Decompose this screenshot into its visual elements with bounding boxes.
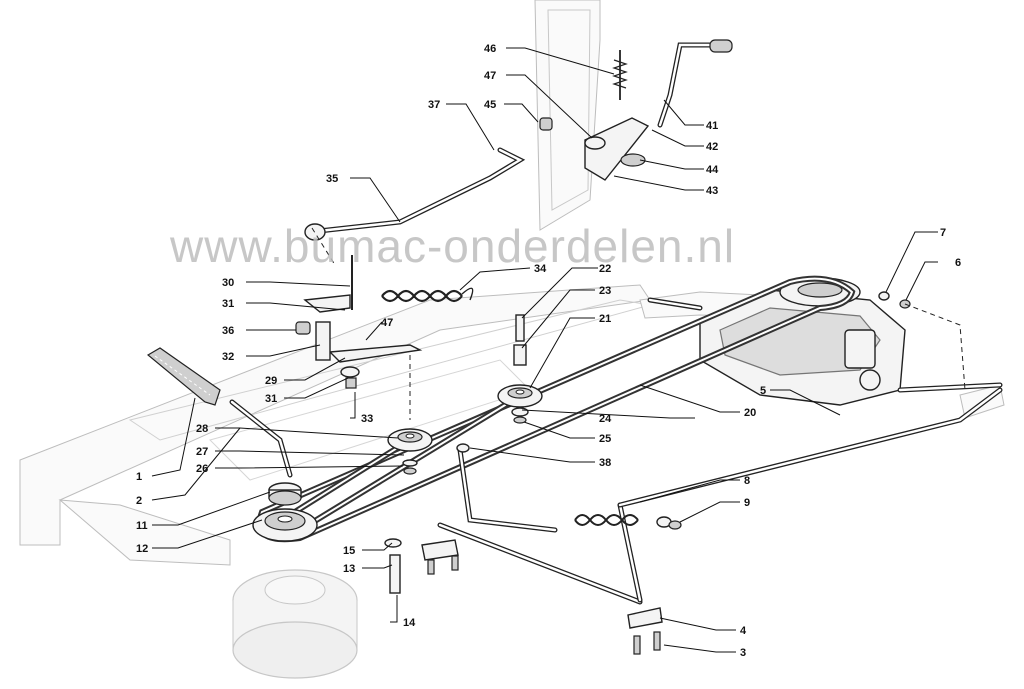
callout-20: 20 — [744, 407, 756, 419]
idler-pulley-left — [387, 428, 433, 452]
callout-23: 23 — [599, 285, 611, 297]
leader-lines — [151, 47, 938, 653]
hidden-linkage — [311, 227, 966, 420]
callout-29: 29 — [265, 375, 277, 387]
callout-33: 33 — [361, 413, 373, 425]
callout-42: 42 — [706, 141, 718, 153]
callout-5: 5 — [760, 385, 766, 397]
lever-bracket — [295, 255, 423, 389]
spacer-bush — [268, 482, 302, 506]
callout-46: 46 — [484, 43, 496, 55]
callout-7: 7 — [940, 227, 946, 239]
transaxle — [647, 277, 1003, 406]
callout-44: 44 — [706, 164, 719, 176]
callout-32: 32 — [222, 351, 234, 363]
callout-38: 38 — [599, 457, 611, 469]
callout-47-upper: 47 — [484, 70, 496, 82]
callout-2: 2 — [136, 495, 142, 507]
callout-27: 27 — [196, 446, 208, 458]
callout-34: 34 — [534, 263, 547, 275]
callout-6: 6 — [955, 257, 961, 269]
callout-8: 8 — [744, 475, 750, 487]
callout-9: 9 — [744, 497, 750, 509]
callout-1: 1 — [136, 471, 142, 483]
watermark-text: www.bumac-onderdelen.nl — [169, 220, 735, 272]
callout-22: 22 — [599, 263, 611, 275]
callout-numbers: 1 2 11 12 15 13 14 28 27 26 38 20 24 25 … — [136, 43, 961, 659]
callout-4: 4 — [740, 625, 747, 637]
callout-45: 45 — [484, 99, 496, 111]
callout-36: 36 — [222, 325, 234, 337]
callout-35: 35 — [326, 173, 338, 185]
tension-spring — [381, 287, 474, 303]
callout-30: 30 — [222, 277, 234, 289]
engine-pulley — [252, 508, 318, 542]
callout-14: 14 — [403, 617, 416, 629]
callout-28: 28 — [196, 423, 208, 435]
callout-3: 3 — [740, 647, 746, 659]
callout-24: 24 — [599, 413, 612, 425]
brake-pedal — [146, 347, 293, 478]
callout-21: 21 — [599, 313, 611, 325]
electric-clutch — [232, 569, 358, 679]
return-spring — [574, 514, 639, 526]
callout-47-lower: 47 — [381, 317, 393, 329]
callout-26: 26 — [196, 463, 208, 475]
callout-31-bottom: 31 — [265, 393, 277, 405]
callout-43: 43 — [706, 185, 718, 197]
callout-25: 25 — [599, 433, 611, 445]
callout-15: 15 — [343, 545, 355, 557]
callout-31-top: 31 — [222, 298, 234, 310]
top-lever-assembly — [539, 39, 733, 181]
callout-13: 13 — [343, 563, 355, 575]
callout-11: 11 — [136, 520, 148, 532]
callout-12: 12 — [136, 543, 148, 555]
chassis-frame — [19, 0, 1005, 566]
idler-pulley-right — [497, 384, 543, 408]
fasteners — [384, 291, 911, 655]
callout-37: 37 — [428, 99, 440, 111]
callout-41: 41 — [706, 120, 718, 132]
